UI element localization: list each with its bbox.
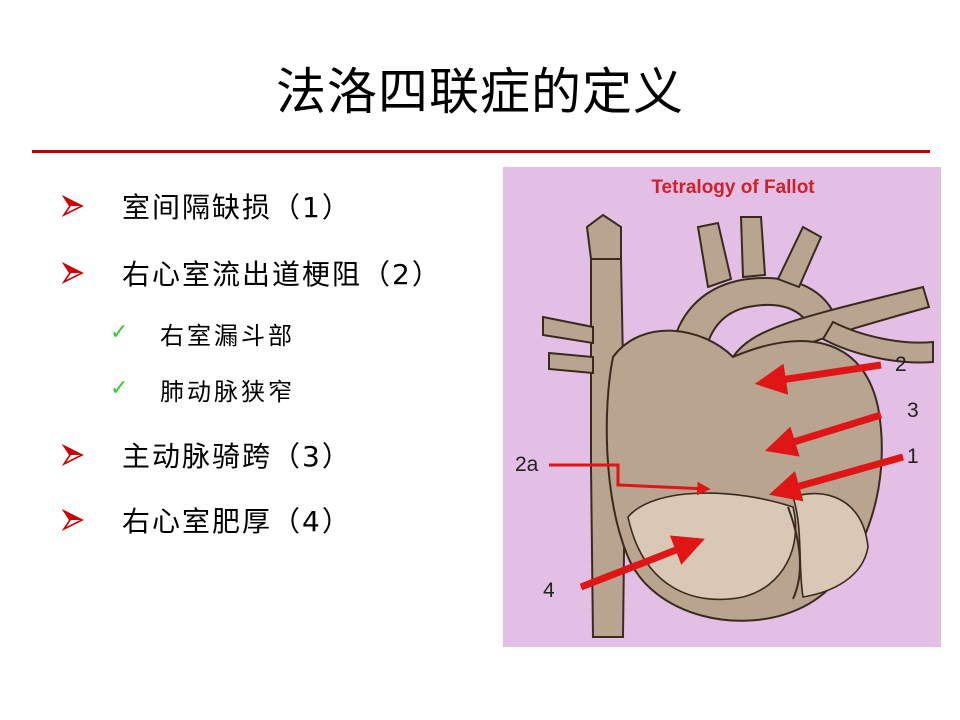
right-ventricle-chamber	[627, 492, 797, 601]
bullet-item: 主动脉骑跨（3）	[62, 435, 352, 475]
arrow-2	[754, 361, 882, 395]
vena-cava-top	[585, 213, 622, 260]
sub-bullet-text: 右室漏斗部	[160, 321, 295, 350]
pulmonary-vein-branch	[542, 315, 594, 345]
bullet-list: 室间隔缺损（1） 右心室流出道梗阻（2） ✓ 右室漏斗部 ✓ 肺动脉狭窄 主动脉…	[62, 186, 442, 540]
bullet-text: 室间隔缺损（1）	[122, 191, 352, 224]
arch-branch	[739, 216, 767, 279]
bullet-item: 右心室流出道梗阻（2）	[62, 253, 442, 293]
diagram-title: Tetralogy of Fallot	[651, 177, 815, 198]
bullet-text: 右心室流出道梗阻（2）	[122, 258, 442, 291]
tetralogy-diagram: Tetralogy of Fallot 2 3 1 2a 4	[503, 167, 941, 647]
arrow-3	[764, 411, 883, 457]
arrowhead-bullet-icon	[62, 500, 122, 540]
bullet-text: 主动脉骑跨（3）	[122, 440, 352, 473]
label-2a: 2a	[515, 453, 539, 476]
left-ventricle-chamber	[791, 492, 869, 598]
checkmark-icon: ✓	[110, 376, 129, 401]
pulmonary-artery-lower	[821, 320, 934, 364]
arrow-2a	[549, 463, 711, 496]
arch-branch	[776, 225, 823, 289]
slide-title: 法洛四联症的定义	[276, 63, 684, 121]
label-1: 1	[907, 445, 919, 468]
bullet-item: 右心室肥厚（4）	[62, 500, 352, 540]
label-2: 2	[895, 353, 907, 376]
arrow-4	[579, 535, 705, 591]
checkmark-icon: ✓	[110, 320, 129, 345]
label-3: 3	[907, 399, 919, 422]
arrowhead-bullet-icon	[62, 253, 122, 293]
pulmonary-vein-branch	[548, 351, 594, 375]
arrow-1	[768, 453, 904, 502]
title-underline	[32, 150, 930, 153]
sub-bullet-item: ✓ 右室漏斗部	[110, 315, 295, 351]
arch-branch	[696, 221, 733, 289]
bullet-text: 右心室肥厚（4）	[122, 505, 352, 538]
sub-bullet-item: ✓ 肺动脉狭窄	[110, 371, 295, 407]
arrowhead-bullet-icon	[62, 435, 122, 475]
arrowhead-bullet-icon	[62, 186, 122, 226]
interventricular-septum	[787, 506, 801, 600]
sub-bullet-text: 肺动脉狭窄	[160, 377, 295, 406]
label-4: 4	[543, 579, 555, 602]
bullet-item: 室间隔缺损（1）	[62, 186, 352, 226]
